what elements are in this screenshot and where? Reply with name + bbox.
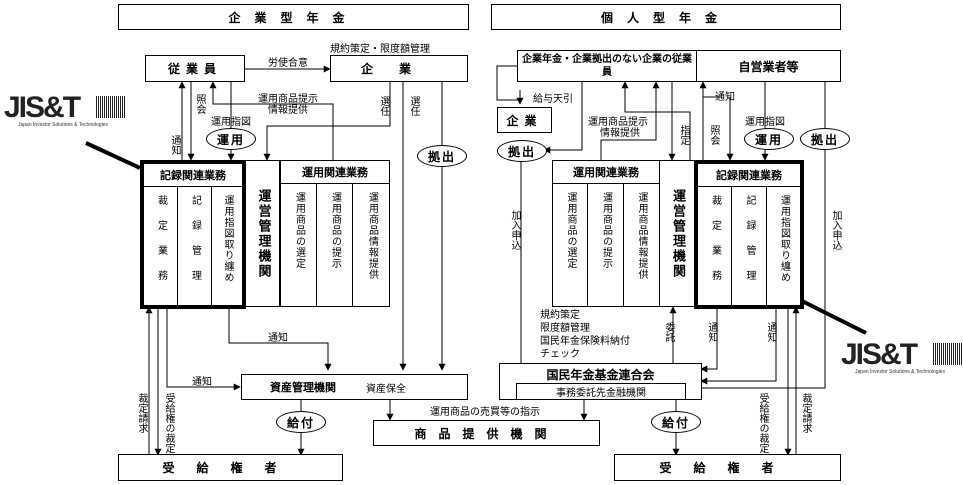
notice-label-right: 通知 [715, 92, 735, 103]
admin-institution-block-right: 運用関連業務 運用商品の選定 運用商品の提示 運用商品情報提供 運営管理機関 記… [552, 160, 804, 309]
company-box-right: 企業 [497, 107, 552, 133]
rules-list-right: 規約策定 限度額管理 国民年金保険料納付 チェック [540, 310, 630, 360]
asset-keep-label: 資産保全 [366, 383, 406, 395]
benefit-badge: 給付 [276, 411, 326, 433]
record-col-instructions-right: 運用指図取り纏め [778, 195, 790, 283]
record-col-decision-right: 裁定業務 [709, 195, 721, 295]
ops-col-info: 運用商品情報提供 [366, 192, 378, 280]
claim-label: 裁定請求 [136, 393, 147, 433]
inquiry-label-right: 照会 [708, 125, 719, 145]
payroll-label: 給与天引 [533, 94, 573, 105]
federation-box: 国民年金基金連合会 事務委託先金融機関 [499, 363, 702, 400]
record-header-right: 記録関連業務 [698, 164, 800, 187]
select-label-2: 選任 [408, 96, 419, 116]
inquiry-label: 照会 [194, 94, 205, 114]
record-section: 記録関連業務 裁定業務 記録管理 運用指図取り纏め [140, 160, 246, 309]
record-col-records-right: 記録管理 [744, 195, 755, 295]
callout-line-right [799, 298, 867, 335]
callout-line-left [85, 141, 141, 170]
logo-bars-icon [96, 96, 126, 118]
ops-header-right: 運用関連業務 [553, 161, 659, 184]
logo-bars-icon [933, 343, 963, 365]
ops-col-info-right: 運用商品情報提供 [636, 192, 647, 280]
ops-section: 運用関連業務 運用商品の選定 運用商品の提示 運用商品情報提供 [280, 161, 389, 306]
select-label-1: 選任 [378, 96, 389, 116]
operate-badge-right: 運用 [744, 128, 794, 150]
record-header: 記録関連業務 [144, 164, 242, 187]
individual-pension-title: 個人型年金 [491, 4, 841, 30]
instruction-label: 運用指図 [211, 117, 251, 128]
product-info-label-1: 運用商品提示 [258, 94, 318, 105]
notice-asset-arrow-1 [228, 307, 332, 371]
designate-label: 指定 [678, 125, 689, 145]
decision-label: 受給権の裁定 [163, 393, 174, 453]
ops-col-present: 運用商品の提示 [329, 192, 341, 269]
product-info-arrow-right-2 [621, 81, 691, 160]
record-section-right: 記録関連業務 裁定業務 記録管理 運用指図取り纏め [694, 160, 804, 309]
operate-badge: 運用 [206, 128, 256, 150]
rules-label: 規約策定・限度額管理 [330, 44, 430, 55]
join-label-2: 加入申込 [830, 210, 841, 250]
ops-col-select: 運用商品の選定 [293, 192, 305, 269]
notice-label-right-2: 通知 [706, 322, 717, 342]
admin-institution-block: 記録関連業務 裁定業務 記録管理 運用指図取り纏め 運営管理機関 運用関連業務 … [140, 160, 390, 309]
self-employed-box: 自営業者等 [696, 50, 841, 82]
bank-box: 事務委託先金融機関 [516, 383, 686, 400]
contribute-badge-right-2: 拠出 [800, 128, 850, 150]
ops-section-right: 運用関連業務 運用商品の選定 運用商品の提示 運用商品情報提供 [553, 161, 660, 306]
entrust-label: 委託 [663, 322, 674, 342]
recipient-box-right: 受給権者 [614, 454, 841, 481]
trade-instruction-label: 運用商品の売買等の指示 [430, 407, 540, 418]
claim-label-right: 裁定請求 [800, 393, 811, 433]
join-label-1: 加入申込 [509, 210, 520, 250]
employee-box: 従業員 [145, 55, 245, 82]
product-info-right-1: 運用商品提示 [588, 117, 648, 128]
notice-label-2: 通知 [268, 333, 288, 344]
notice-label: 通知 [169, 135, 180, 155]
ops-col-select-right: 運用商品の選定 [565, 192, 576, 269]
product-info-arrow [209, 81, 334, 160]
product-info-label-2: 情報提供 [268, 105, 308, 116]
employee-no-plan-box: 企業年金・企業拠出のない企業の従業員 [517, 50, 697, 82]
record-col-instructions: 運用指図取り纏め [222, 195, 233, 283]
recipient-box: 受給権者 [118, 454, 343, 481]
notice-asset-arrow-2 [166, 307, 241, 391]
asset-manager-box: 資産管理機関 資産保全 [241, 374, 468, 400]
employee-contribute-arrow [543, 82, 583, 154]
corporate-pension-title: 企業型年金 [118, 4, 469, 30]
notice-federation-arrow-1 [700, 307, 718, 373]
select-arrow-1 [263, 82, 391, 161]
product-info-arrow-right [600, 81, 660, 160]
jist-logo-left: JIS&T Japan Investor Solutions & Technol… [4, 92, 126, 132]
ops-header: 運用関連業務 [281, 161, 389, 184]
benefit-badge-right: 給付 [651, 411, 701, 433]
contribute-badge: 拠出 [417, 145, 467, 167]
contribute-badge-right-1: 拠出 [497, 140, 547, 162]
record-col-records: 記録管理 [189, 195, 201, 295]
admin-institution-label-right: 運営管理機関 [670, 189, 685, 279]
admin-institution-label: 運営管理機関 [255, 189, 271, 279]
notice-label-3: 通知 [192, 377, 212, 388]
record-col-decision: 裁定業務 [155, 195, 167, 295]
ops-col-present-right: 運用商品の提示 [600, 192, 612, 269]
company-box: 企業 [330, 55, 468, 82]
instruction-label-right: 運用指図 [745, 117, 785, 128]
notice-federation-arrow-2 [700, 307, 777, 385]
decision-label-right: 受給権の裁定 [757, 393, 768, 453]
join-arrow-2 [689, 82, 826, 392]
jist-logo-right: JIS&T Japan Investor Solutions & Technol… [841, 339, 963, 379]
notice-label-right-3: 通知 [765, 322, 776, 342]
product-info-right-2: 情報提供 [600, 128, 640, 139]
product-provider-box: 商品提供機関 [373, 420, 600, 446]
labor-agreement-label: 労使合意 [268, 58, 308, 69]
